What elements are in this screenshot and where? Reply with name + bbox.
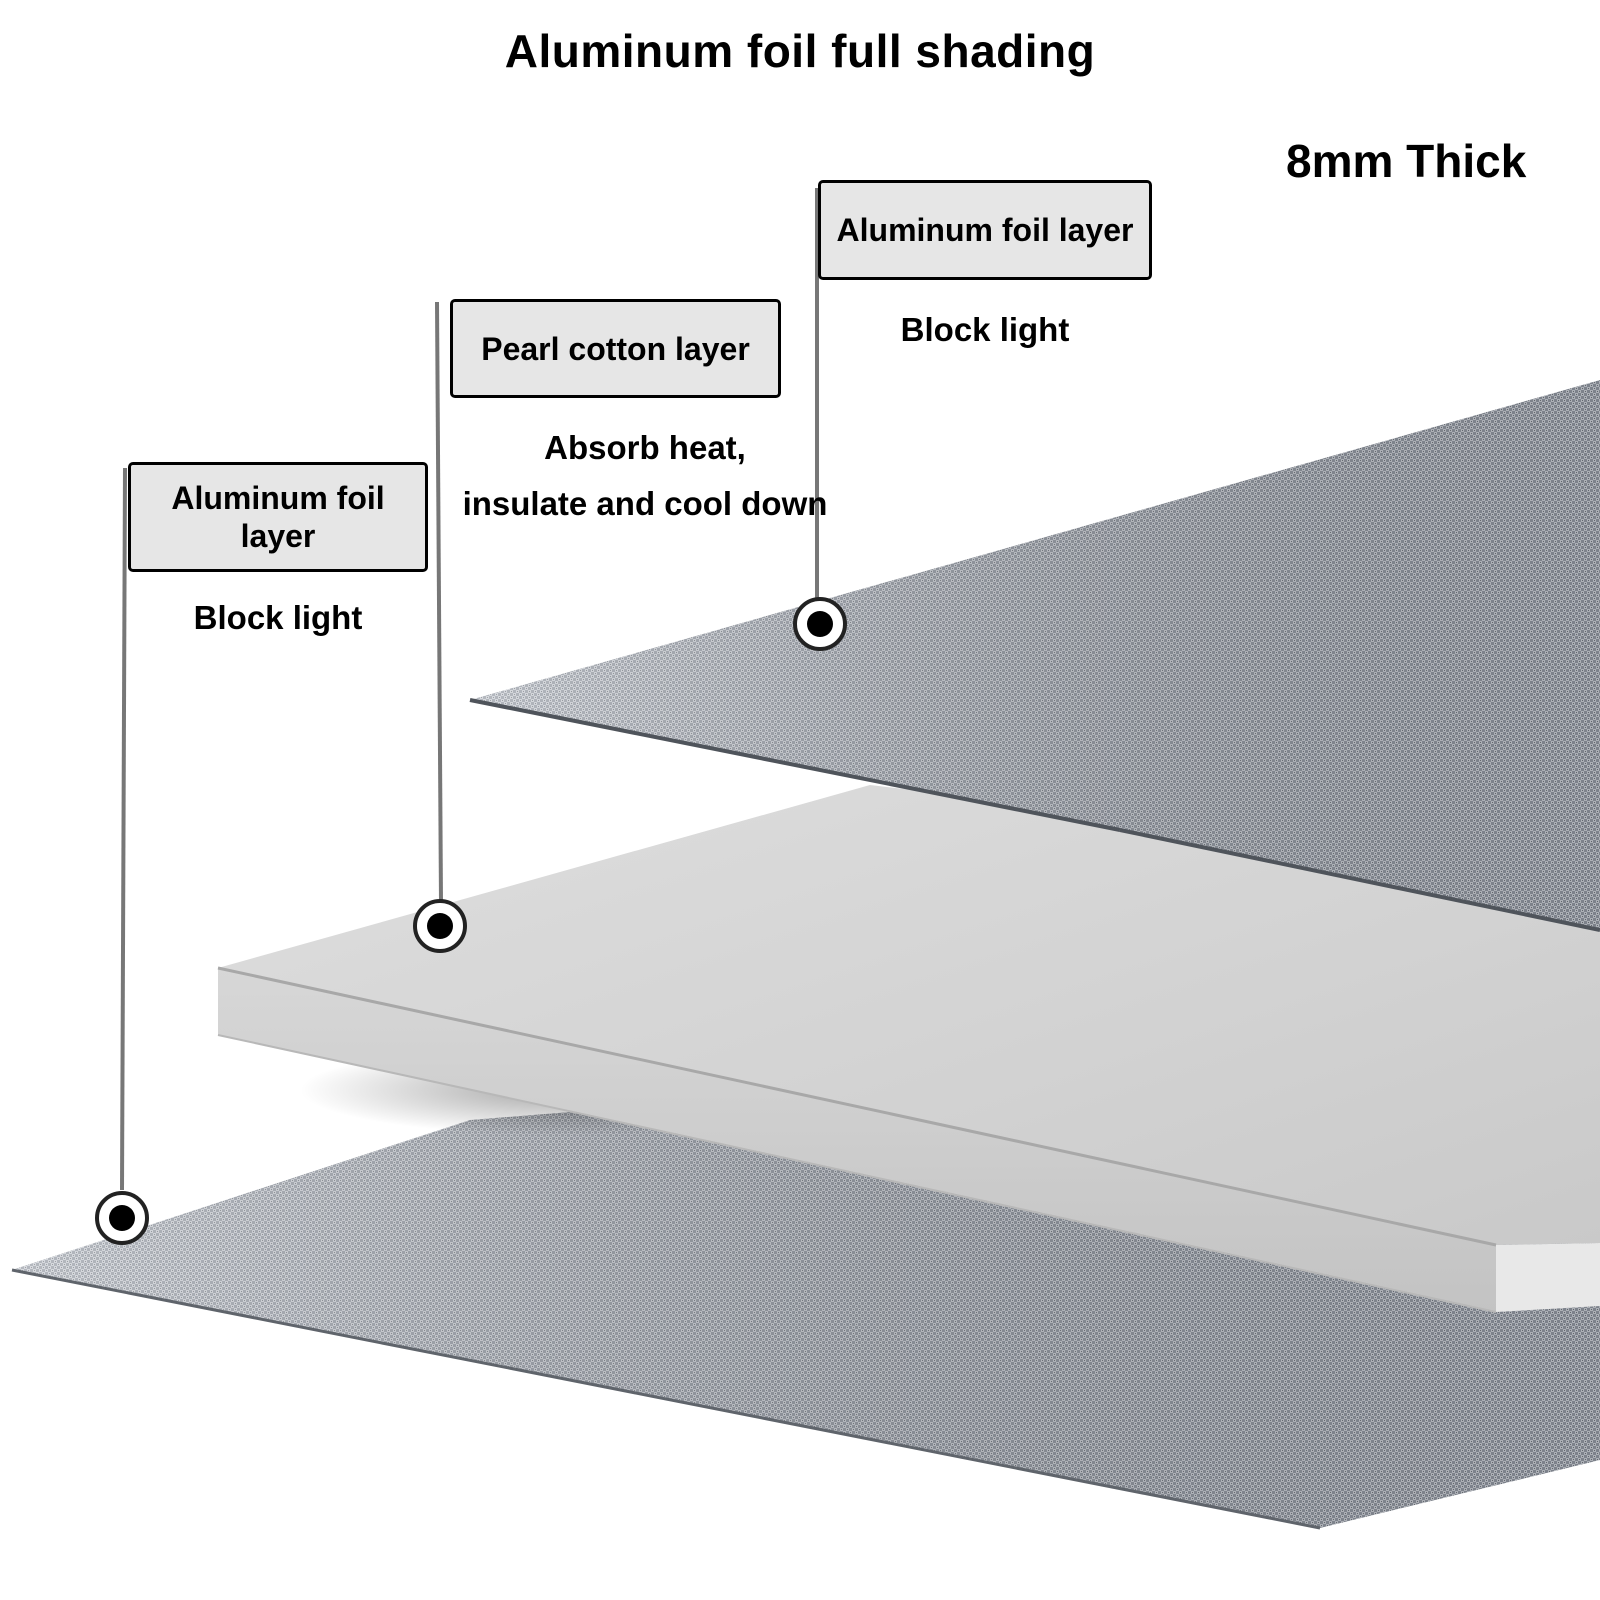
leader-line-bottom-foil [120, 467, 127, 1191]
label-box-pearl-cotton: Pearl cotton layer [450, 299, 781, 398]
marker-pearl-cotton [413, 899, 467, 953]
label-bottom-foil-description: Block light [193, 599, 363, 636]
diagram-title: Aluminum foil full shading [504, 25, 1096, 77]
leader-line-pearl-cotton [435, 301, 443, 904]
label-box-top-foil: Aluminum foil layer [818, 180, 1152, 280]
label-top-foil-name: Aluminum foil layer [836, 212, 1134, 248]
top-foil-sheet [469, 380, 1600, 932]
pearl-cotton-slab [217, 785, 1600, 1313]
label-pearl-cotton-name: Pearl cotton layer [481, 330, 750, 367]
marker-bottom-foil [95, 1191, 149, 1245]
thickness-label: 8mm Thick [1286, 135, 1527, 187]
label-top-foil-description: Block light [900, 311, 1070, 348]
label-pearl-cotton-description: Absorb heat, insulate and cool down [462, 429, 828, 522]
label-bottom-foil-name: Aluminum foil layer [171, 480, 385, 554]
label-box-bottom-foil: Aluminum foil layer [128, 462, 428, 572]
marker-top-foil [793, 597, 847, 651]
